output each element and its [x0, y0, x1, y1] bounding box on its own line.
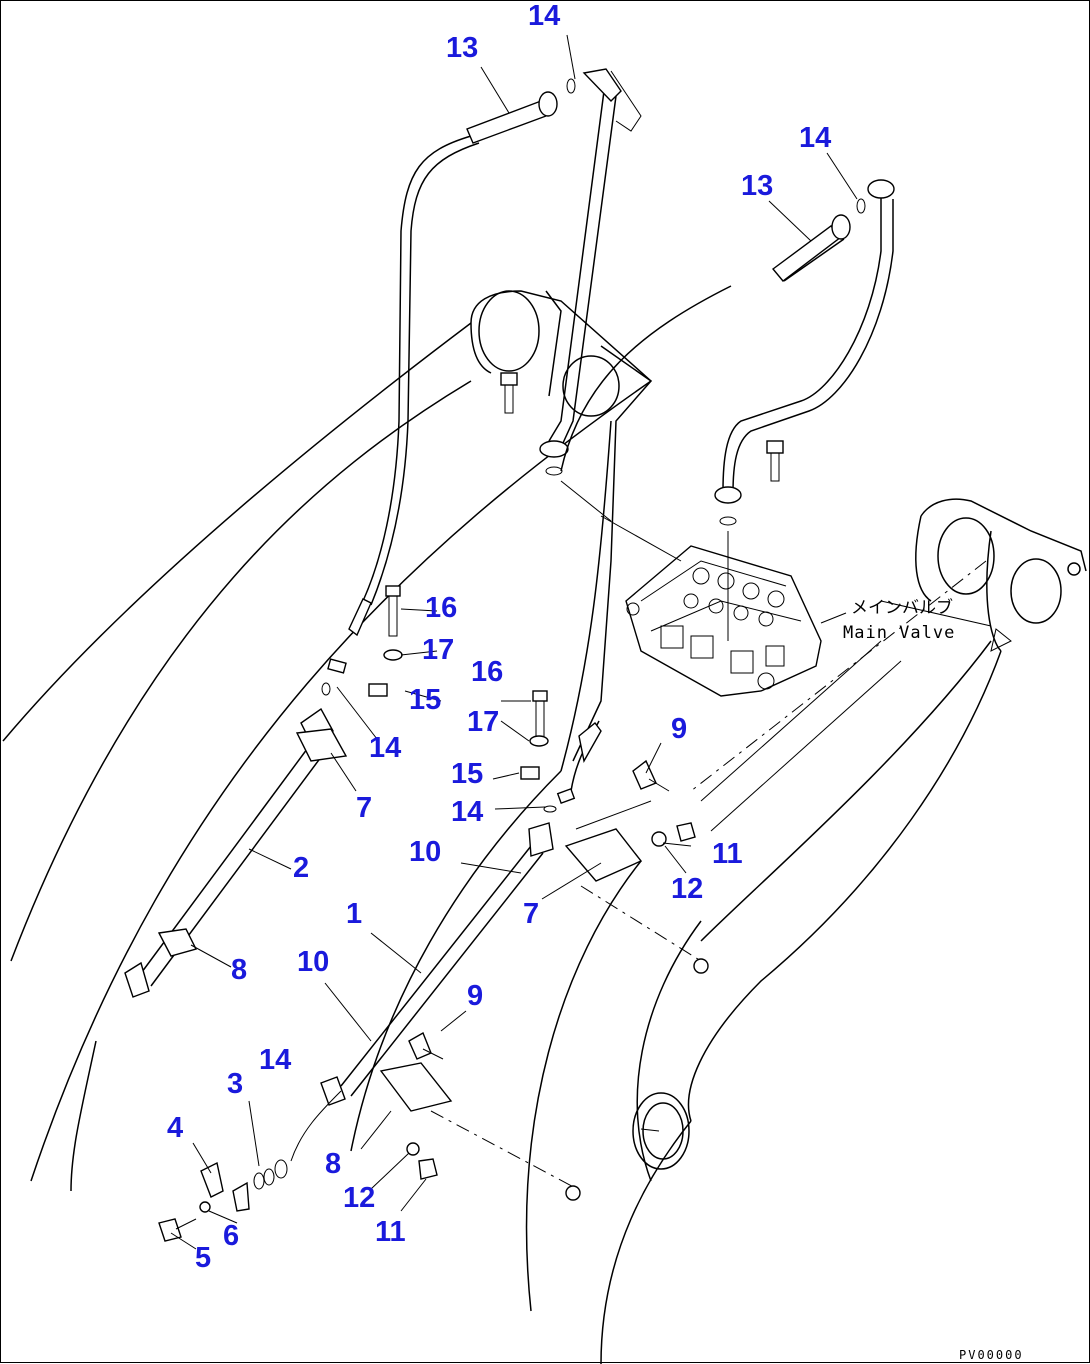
callout-1: 1	[346, 898, 362, 930]
main-valve-label-jp: メインバルブ	[851, 597, 953, 618]
callout-5: 5	[195, 1242, 211, 1274]
hardware	[157, 78, 866, 1242]
callout-3: 3	[227, 1068, 243, 1100]
callout-13-b: 13	[741, 170, 773, 202]
callout-13-a: 13	[446, 32, 478, 64]
callout-9-a: 9	[671, 713, 687, 745]
callout-10-a: 10	[409, 836, 441, 868]
callout-16-b: 16	[471, 656, 503, 688]
callout-7-a: 7	[356, 792, 372, 824]
main-valve	[625, 545, 822, 697]
callout-17-b: 17	[467, 706, 499, 738]
callout-6: 6	[223, 1220, 239, 1252]
leader-lines	[170, 34, 992, 1250]
callout-12-b: 12	[343, 1182, 375, 1214]
callout-14-c: 14	[369, 732, 401, 764]
callout-15-a: 15	[409, 684, 441, 716]
callout-17-a: 17	[422, 634, 454, 666]
callout-14-a: 14	[528, 1, 560, 32]
callout-14-b: 14	[799, 122, 831, 154]
callout-7-b: 7	[523, 898, 539, 930]
callout-14-e: 14	[259, 1044, 291, 1076]
callout-14-d: 14	[451, 796, 483, 828]
callout-4: 4	[167, 1112, 183, 1144]
callout-8-b: 8	[325, 1148, 341, 1180]
callout-12-a: 12	[671, 873, 703, 905]
main-valve-label-en: Main Valve	[843, 623, 955, 643]
callout-numbers: 14 13 14 13 16 17 15 14 16 17 15 14 9 10…	[167, 1, 831, 1274]
callout-2: 2	[293, 852, 309, 884]
callout-16-a: 16	[425, 592, 457, 624]
callout-10-b: 10	[297, 946, 329, 978]
callout-11-b: 11	[375, 1216, 406, 1248]
callout-11-a: 11	[712, 838, 743, 870]
callout-8-a: 8	[231, 954, 247, 986]
callout-9-b: 9	[467, 980, 483, 1012]
callout-15-b: 15	[451, 758, 483, 790]
drawing-code: PV00000	[959, 1348, 1024, 1362]
